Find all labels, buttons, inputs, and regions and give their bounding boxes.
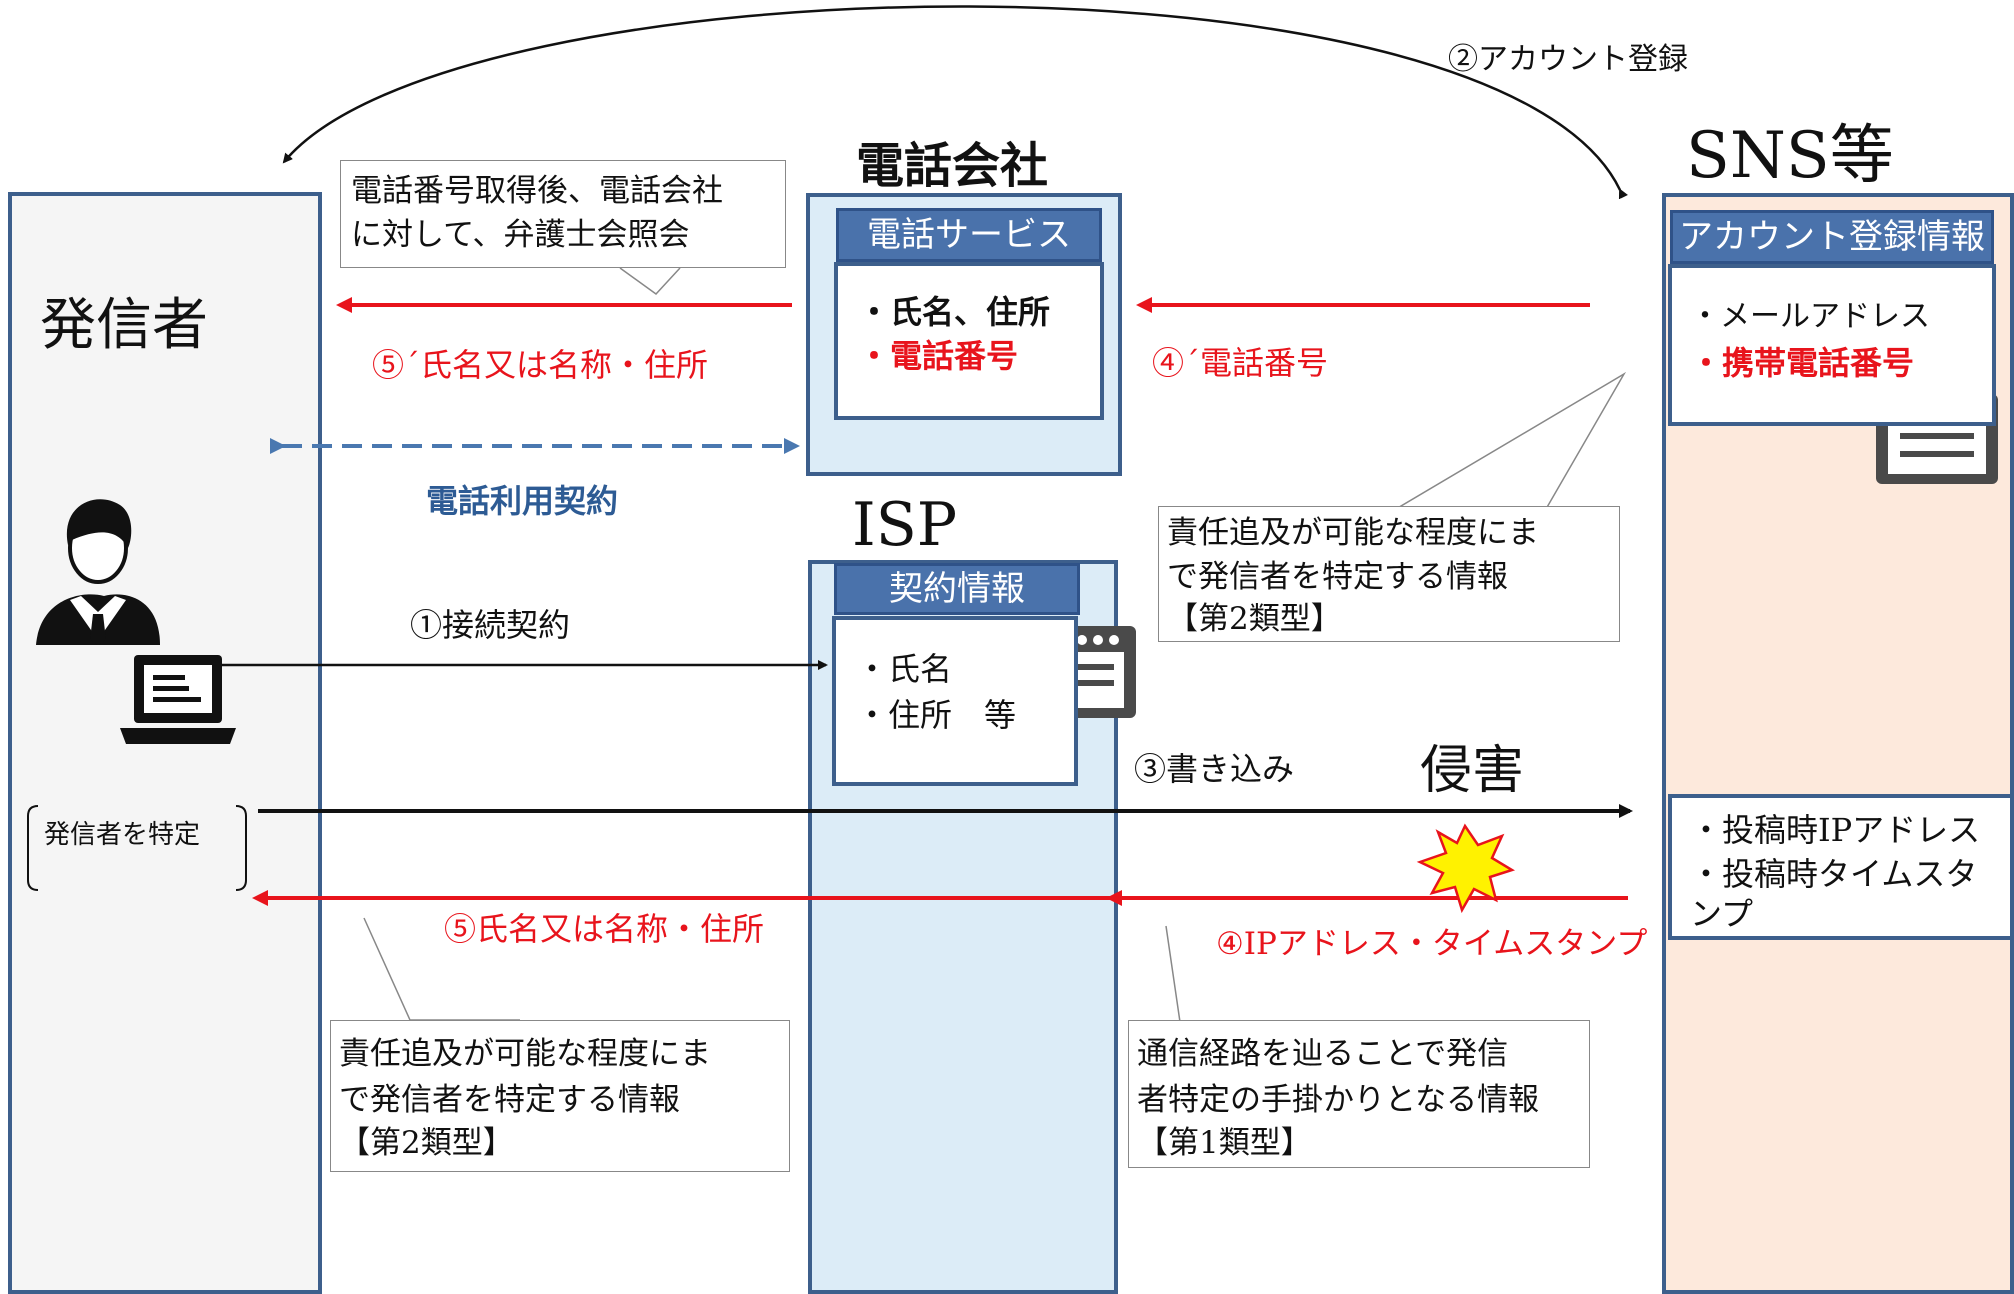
post-item-timestamp-cont: ンプ [1690,895,1754,933]
type2-bottom-callout: 責任追及が可能な程度にま で発信者を特定する情報 【第2類型】 [330,1020,790,1172]
phone-service-info-box: ・氏名、住所 ・電話番号 [834,262,1104,420]
write-label: ③書き込み [1134,750,1295,788]
phone-number-prime-label: ④´電話番号 [1152,344,1329,382]
name-address-prime-label: ⑤´氏名又は名称・住所 [372,346,709,384]
identify-bracket-right [235,805,247,891]
account-registration-label: ②アカウント登録 [1448,42,1688,77]
identify-sender-label: 発信者を特定 [44,820,201,850]
account-registration-arc [282,5,1628,200]
post-item-ip: ・投稿時IPアドレス [1690,811,1981,849]
laptop-icon [120,655,236,744]
identify-bracket-left [27,805,39,891]
phone-service-item-name-address: ・氏名、住所 [858,293,1051,331]
account-info-box: ・メールアドレス ・携帯電話番号 [1668,264,1996,426]
type2-top-callout-tail [1395,371,1627,510]
phone-service-header: 電話サービス [836,208,1102,262]
connection-contract-label: ①接続契約 [410,606,571,644]
person-icon [36,499,160,645]
account-item-mobile: ・携帯電話番号 [1690,344,1915,382]
infringement-label: 侵害 [1420,741,1525,801]
contract-info-box: ・氏名 ・住所 等 [832,616,1078,786]
account-info-header: アカウント登録情報 [1670,210,1994,264]
sender-title: 発信者 [40,293,208,358]
infringement-burst-icon [1416,823,1516,914]
phone-company-title: 電話会社 [856,138,1049,194]
isp-title: ISP [852,490,958,560]
sns-title: SNS等 [1686,119,1894,193]
contract-item-address: ・住所 等 [856,696,1017,734]
post-item-timestamp: ・投稿時タイムスタ [1690,855,1978,893]
phone-contract-label: 電話利用契約 [426,482,619,520]
ip-timestamp-label: ④IPアドレス・タイムスタンプ [1216,926,1648,962]
account-item-email: ・メールアドレス [1690,299,1930,334]
name-address-label: ⑤氏名又は名称・住所 [444,910,765,948]
post-info-box: ・投稿時IPアドレス ・投稿時タイムスタ ンプ [1668,794,2014,940]
phone-inquiry-callout-tail [619,267,681,295]
contract-item-name: ・氏名 [856,650,953,688]
type1-callout: 通信経路を辿ることで発信 者特定の手掛かりとなる情報 【第1類型】 [1128,1020,1590,1168]
contract-info-header: 契約情報 [834,563,1080,615]
type2-top-callout: 責任追及が可能な程度にま で発信者を特定する情報 【第2類型】 [1158,506,1620,642]
phone-inquiry-callout: 電話番号取得後、電話会社 に対して、弁護士会照会 [340,160,786,268]
phone-service-item-phone-number: ・電話番号 [858,337,1019,375]
